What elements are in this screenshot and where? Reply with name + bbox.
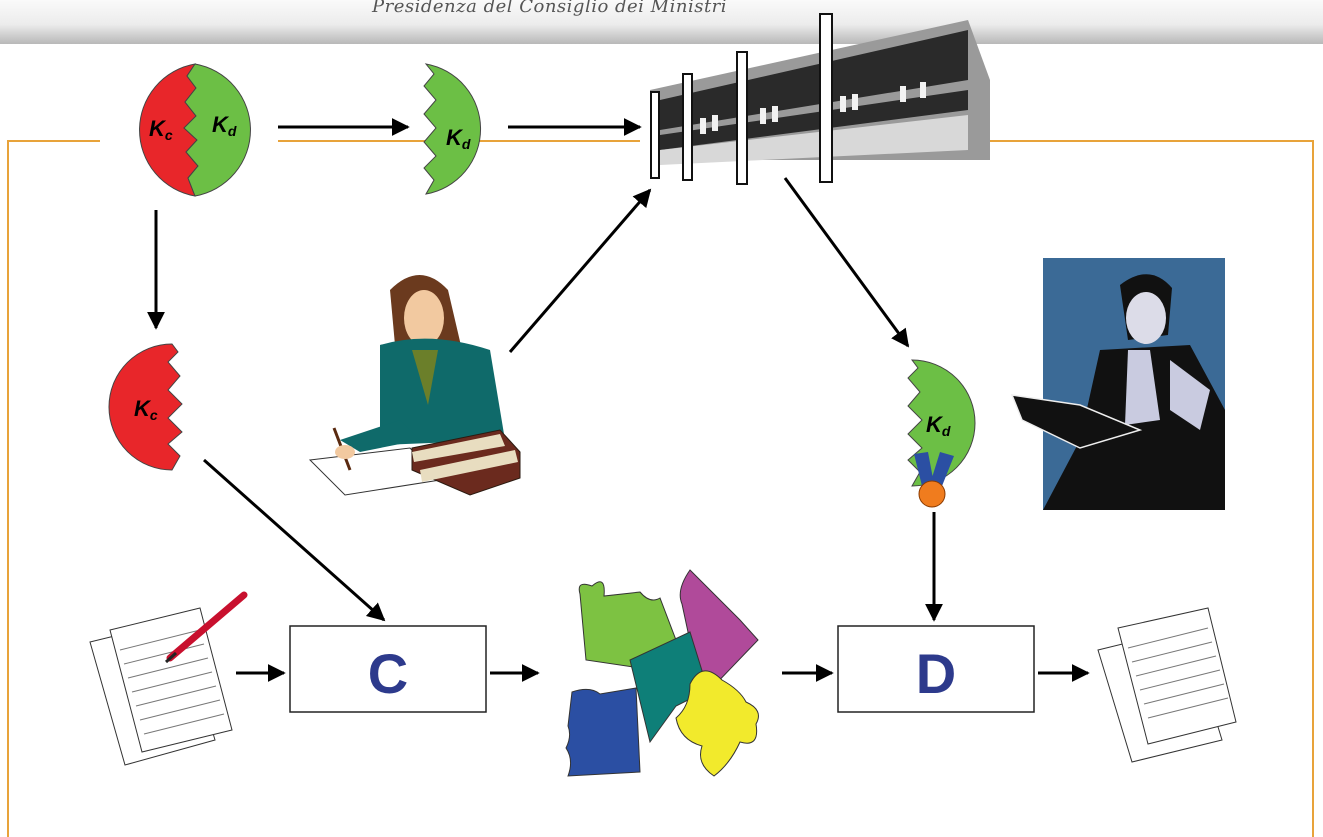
public-key-top-label: Kd	[446, 125, 471, 152]
registry-building-icon	[650, 13, 990, 185]
encrypt-box	[289, 625, 487, 713]
puzzle-pieces-icon	[565, 569, 759, 777]
combined-key-icon: Kc Kd	[139, 63, 251, 197]
certified-key-icon: Kd	[907, 359, 976, 508]
arrow-private-to-encrypt	[203, 458, 386, 622]
document-pen-icon	[89, 591, 248, 766]
frame-border	[7, 140, 1314, 837]
decrypt-box-label: D	[916, 642, 956, 705]
header-title: Presidenza del Consiglio dei Ministri	[372, 0, 728, 17]
man-reading-icon	[1010, 258, 1225, 510]
arrow-sender-to-registry	[508, 188, 652, 353]
arrow-registry-to-certified	[783, 177, 910, 348]
document-icon	[1097, 607, 1237, 763]
woman-writing-icon	[308, 275, 521, 496]
certified-key-label: Kd	[926, 412, 951, 439]
combined-key-left-label: Kc	[149, 116, 173, 143]
decrypt-box	[837, 625, 1035, 713]
encrypt-box-label: C	[368, 642, 408, 705]
public-key-top-icon: Kd	[423, 63, 482, 195]
private-key-icon: Kc	[108, 343, 183, 471]
certificate-ribbon-icon	[914, 452, 954, 508]
header-band	[0, 0, 1323, 44]
combined-key-right-label: Kd	[212, 112, 237, 139]
private-key-label: Kc	[134, 396, 158, 423]
